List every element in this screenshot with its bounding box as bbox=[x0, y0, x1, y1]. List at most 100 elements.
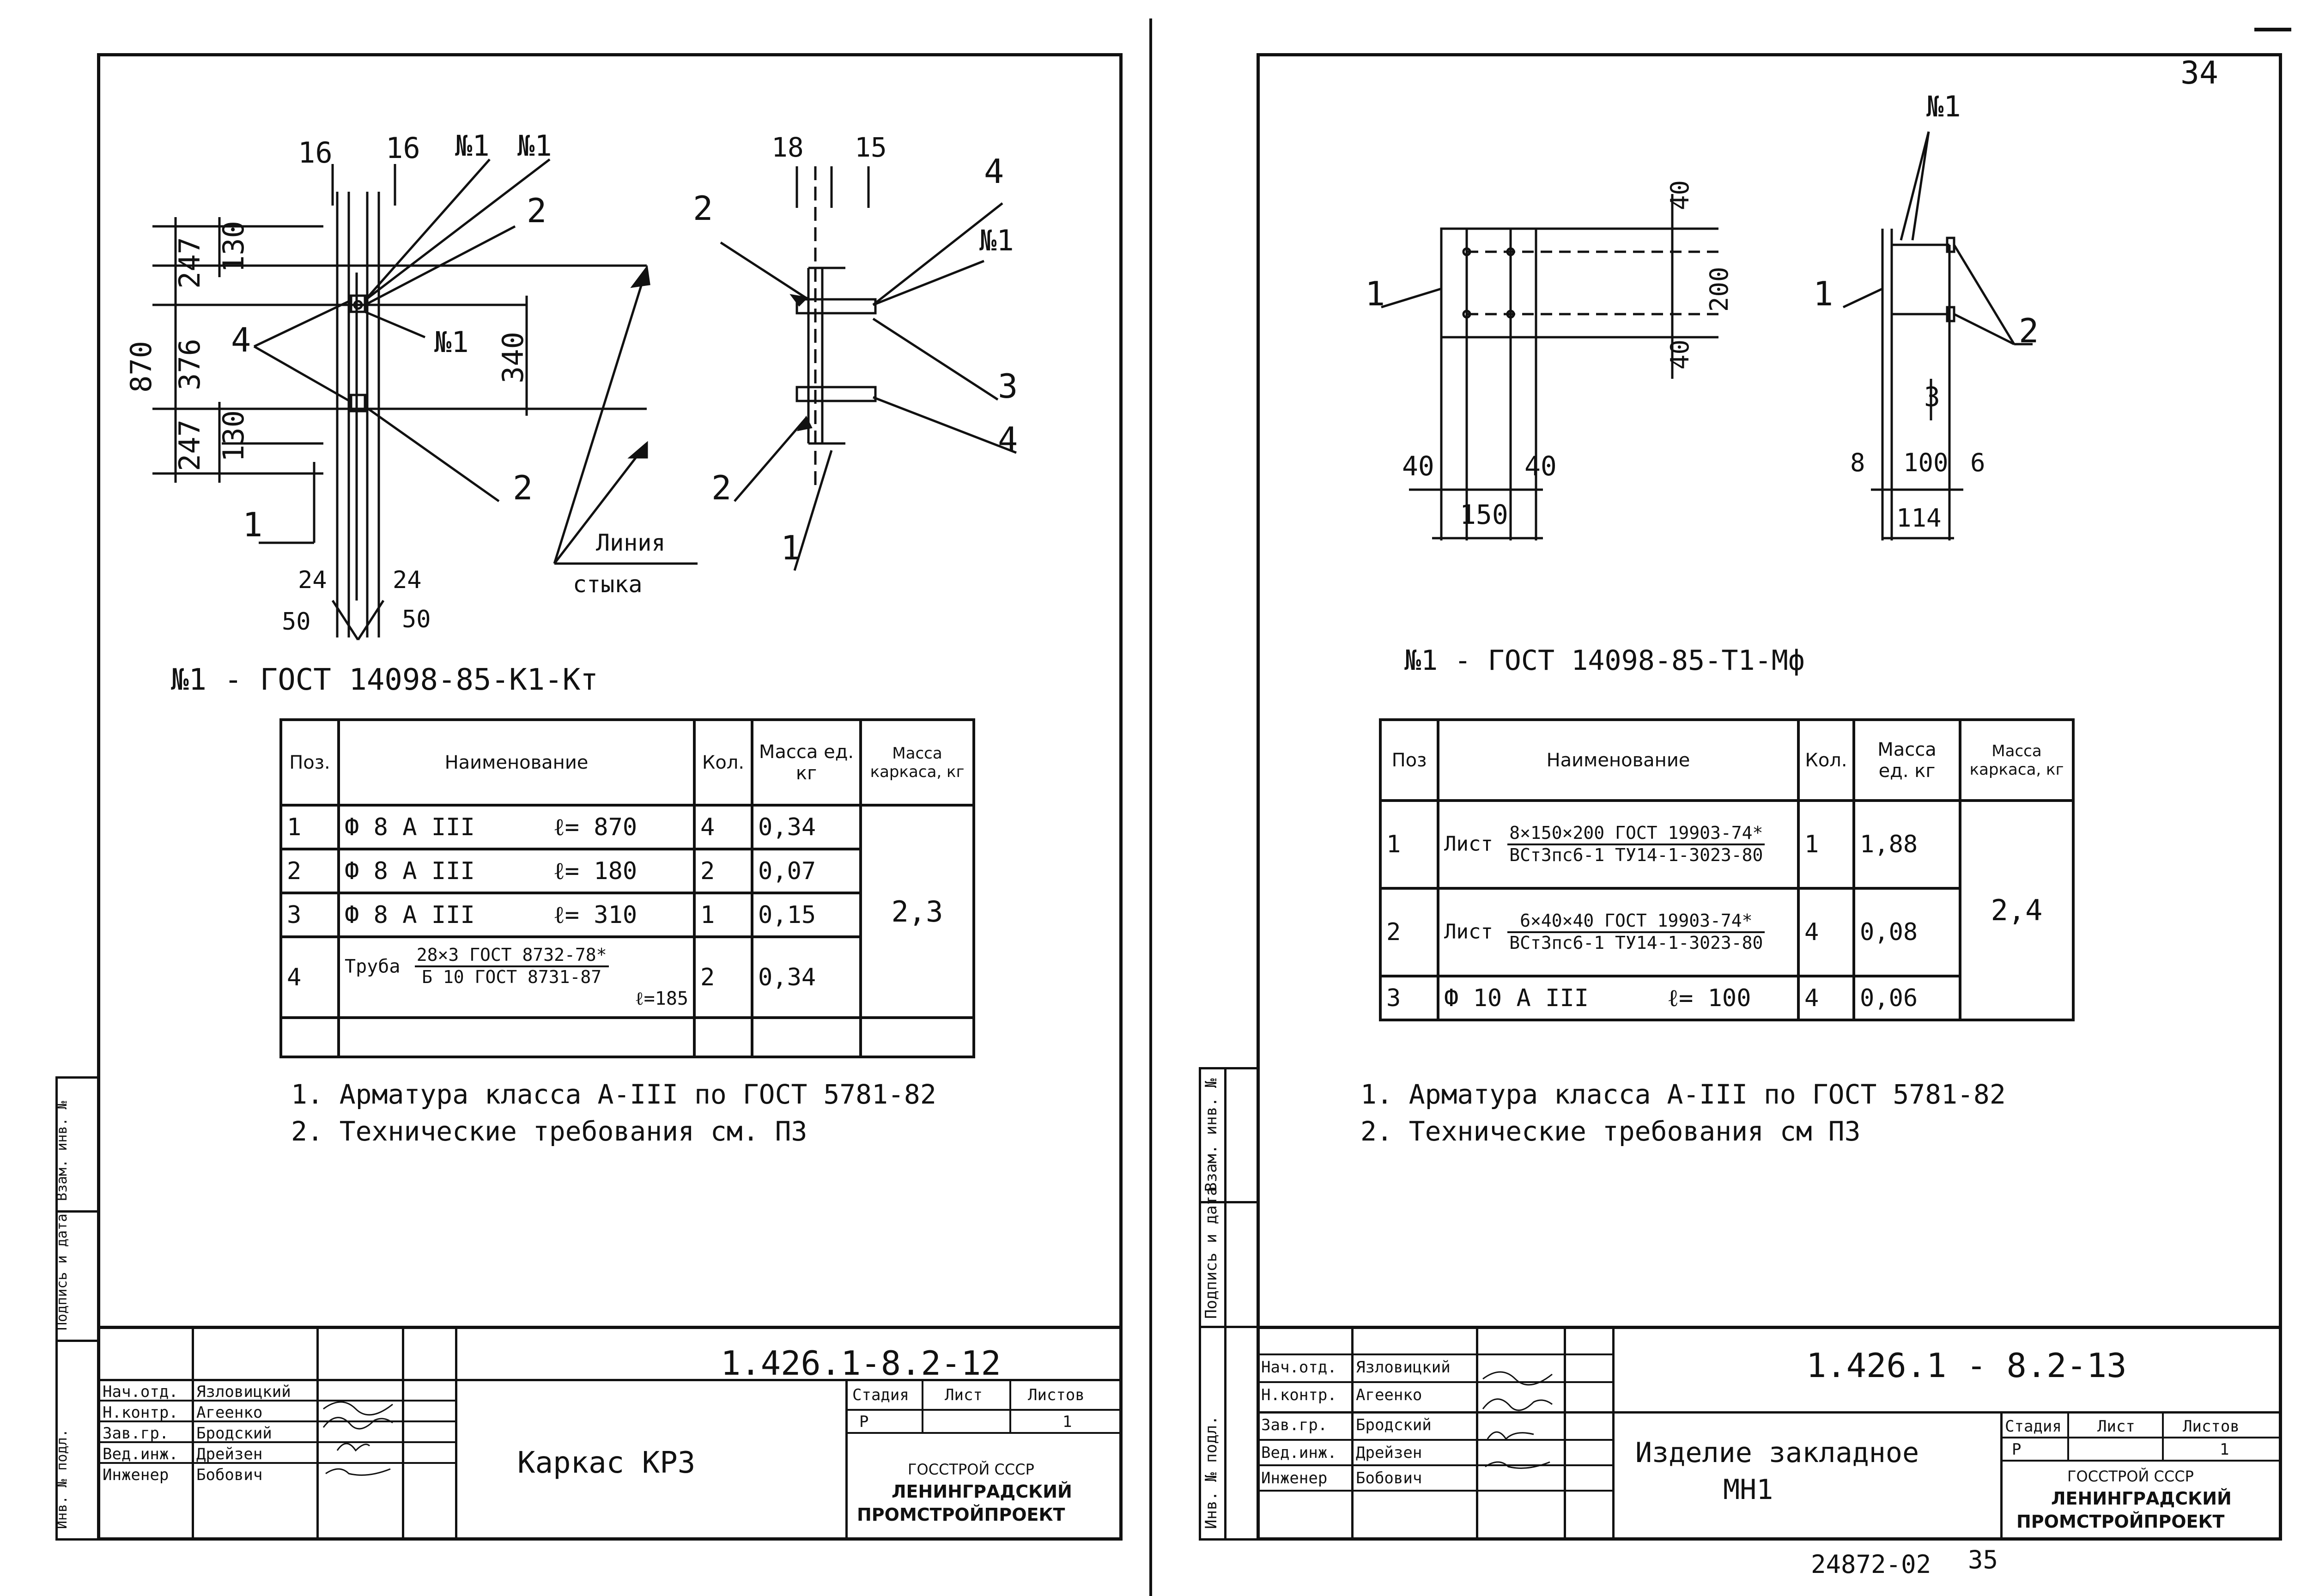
tb-divider bbox=[97, 1379, 1123, 1381]
row-qty: 4 bbox=[1797, 887, 1855, 977]
row-fraction: 8×150×200 ГОСТ 19903-74*ВСт3пс6-1 ТУ14-1… bbox=[1507, 823, 1765, 865]
signature-scribbles bbox=[322, 1401, 393, 1476]
org-line: ПРОМСТРОЙПРОЕКТ bbox=[2016, 1511, 2225, 1532]
tb-role: Инженер bbox=[1261, 1469, 1328, 1487]
dim-label: 50 bbox=[282, 608, 311, 636]
row-name: Лист 6×40×40 ГОСТ 19903-74*ВСт3пс6-1 ТУ1… bbox=[1437, 887, 1800, 977]
joint-line-label: Линия bbox=[596, 529, 666, 556]
tb-divider bbox=[1351, 1326, 1354, 1541]
tb-divider bbox=[2000, 1411, 2003, 1541]
table-header: Кол. bbox=[693, 718, 753, 807]
row-pos: 1 bbox=[279, 804, 340, 850]
row-mass: 0,08 bbox=[1852, 887, 1961, 977]
row-mass: 0,34 bbox=[751, 804, 862, 850]
callout-label: 4 bbox=[984, 152, 1004, 191]
dim-label: 100 bbox=[1903, 448, 1949, 477]
tb-role: Н.контр. bbox=[103, 1403, 178, 1422]
tb-divider bbox=[1009, 1379, 1011, 1432]
fraction-denominator: ВСт3пс6-1 ТУ14-1-3023-80 bbox=[1509, 845, 1763, 865]
table-row: 2 Лист 6×40×40 ГОСТ 19903-74*ВСт3пс6-1 Т… bbox=[1379, 887, 2073, 977]
tb-name: Агеенко bbox=[1356, 1386, 1422, 1404]
row-name: Труба 28×3 ГОСТ 8732-78*Б 10 ГОСТ 8731-8… bbox=[337, 935, 696, 1019]
table-row: 4 Труба 28×3 ГОСТ 8732-78*Б 10 ГОСТ 8731… bbox=[279, 935, 974, 1019]
row-pos: 1 bbox=[1379, 799, 1439, 890]
row-name: Лист 8×150×200 ГОСТ 19903-74*ВСт3пс6-1 Т… bbox=[1437, 799, 1800, 890]
frame-mark-designation: №1 - ГОСТ 14098-85-К1-Кт bbox=[171, 663, 598, 697]
right-stamp-label: Подпись и дата bbox=[1202, 1186, 1220, 1319]
row-name-text: Лист bbox=[1444, 920, 1493, 944]
bar-mark-label: №1 bbox=[1926, 90, 1961, 123]
tb-divider bbox=[455, 1326, 457, 1541]
dim-label: 6 bbox=[1970, 448, 1985, 477]
tb-stage-header: Стадия bbox=[2005, 1417, 2062, 1436]
tb-stage: Р bbox=[2012, 1440, 2022, 1459]
note-line: 1. Арматура класса А-III по ГОСТ 5781-82 bbox=[291, 1079, 936, 1110]
tb-sheet-header: Лист bbox=[945, 1386, 983, 1404]
page-number-mark bbox=[2254, 28, 2291, 31]
fraction-numerator: 28×3 ГОСТ 8732-78* bbox=[414, 945, 609, 967]
dim-label: 40 bbox=[1524, 450, 1557, 482]
tb-stage: Р bbox=[859, 1413, 869, 1431]
right-stamp-label: Взам. инв. № bbox=[1202, 1078, 1220, 1192]
tb-divider bbox=[1257, 1353, 1612, 1355]
drawing-code: 1.426.1-8.2-12 bbox=[721, 1344, 1001, 1383]
left-specification-table: Поз. Наименование Кол. Масса ед. кг Масс… bbox=[279, 718, 975, 1058]
callout-label: 2 bbox=[711, 468, 732, 507]
drawing-title-mark: МН1 bbox=[1723, 1474, 1773, 1506]
dim-label: 16 bbox=[298, 136, 333, 170]
row-pos: 2 bbox=[1379, 887, 1439, 977]
signature-scribbles bbox=[1482, 1371, 1553, 1469]
row-mass: 0,07 bbox=[751, 848, 862, 894]
table-header: Поз. bbox=[279, 718, 340, 807]
row-name-text: Ф 10 А III bbox=[1444, 984, 1589, 1012]
tb-name: Бродский bbox=[196, 1424, 272, 1443]
right-side-stamp bbox=[1199, 1067, 1257, 1541]
tb-divider bbox=[845, 1409, 1123, 1411]
tb-divider bbox=[1564, 1326, 1566, 1541]
bar-mark-label: №1 bbox=[434, 325, 469, 359]
table-header: Поз bbox=[1379, 718, 1439, 802]
tb-divider bbox=[97, 1441, 455, 1443]
table-header: Масса ед. кг bbox=[751, 718, 862, 807]
tb-divider bbox=[316, 1326, 319, 1541]
tb-divider bbox=[845, 1432, 1123, 1434]
org-line: ГОССТРОЙ СССР bbox=[2067, 1468, 2194, 1485]
bar-mark-label: №1 bbox=[455, 129, 490, 163]
right-stamp-label: Инв. № подл. bbox=[1202, 1415, 1220, 1529]
left-front-view-drawing bbox=[152, 158, 1017, 641]
tb-divider bbox=[192, 1326, 194, 1541]
dim-label: 24 bbox=[393, 566, 422, 594]
tb-name: Бродский bbox=[1356, 1416, 1432, 1434]
archive-code: 24872-02 bbox=[1811, 1550, 1931, 1579]
frame-total-mass: 2,3 bbox=[859, 804, 975, 1019]
left-side-stamp bbox=[55, 1076, 97, 1541]
dim-label: 8 bbox=[1850, 448, 1865, 477]
row-pos: 3 bbox=[1379, 975, 1439, 1021]
dim-label: 114 bbox=[1896, 504, 1942, 533]
row-qty: 1 bbox=[1797, 799, 1855, 890]
row-pos: 4 bbox=[279, 935, 340, 1019]
left-stamp-divider bbox=[55, 1210, 97, 1213]
row-name-text: Лист bbox=[1444, 832, 1493, 856]
tb-divider bbox=[1612, 1326, 1615, 1541]
left-sheet-frame bbox=[97, 53, 1123, 1541]
right-sheet-frame bbox=[1257, 53, 2282, 1541]
callout-label: 2 bbox=[2019, 311, 2039, 350]
tb-divider bbox=[1257, 1464, 1612, 1466]
tb-sheet-header: Лист bbox=[2097, 1417, 2135, 1436]
tb-role: Нач.отд. bbox=[103, 1383, 178, 1401]
org-line: ПРОМСТРОЙПРОЕКТ bbox=[857, 1505, 1065, 1525]
plate-mark-designation: №1 - ГОСТ 14098-85-Т1-Мф bbox=[1404, 644, 1805, 677]
tb-role: Инженер bbox=[103, 1466, 169, 1484]
dim-label: 24 bbox=[298, 566, 327, 594]
dim-label: 200 bbox=[1705, 267, 1734, 312]
org-line: ЛЕНИНГРАДСКИЙ bbox=[892, 1481, 1072, 1502]
row-length: ℓ= 100 bbox=[1667, 984, 1751, 1012]
dim-label: 40 bbox=[1665, 339, 1694, 370]
callout-label: 4 bbox=[231, 321, 251, 359]
org-line: ГОССТРОЙ СССР bbox=[908, 1461, 1034, 1478]
tb-role: Зав.гр. bbox=[103, 1424, 169, 1443]
tb-divider bbox=[2000, 1437, 2282, 1438]
tb-name: Агеенко bbox=[196, 1403, 263, 1422]
